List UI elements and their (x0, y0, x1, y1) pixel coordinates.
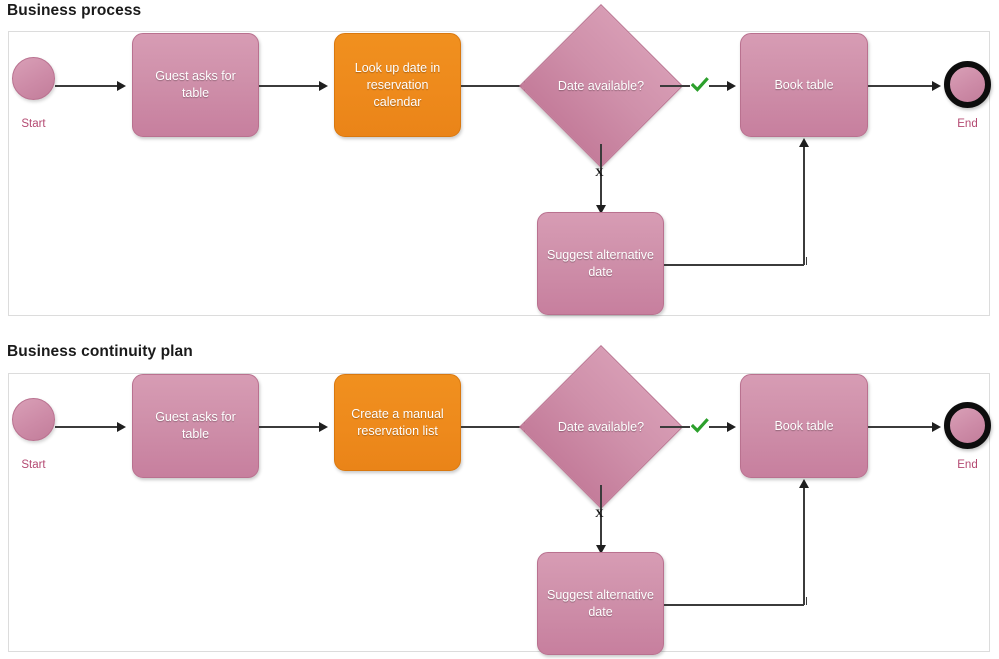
connector-start-to-task1-1 (55, 85, 117, 87)
arrowhead-gateway-to-suggest-1 (596, 205, 606, 214)
end-event-circle-1[interactable] (944, 61, 991, 108)
arrowhead-book-to-end-2 (932, 422, 941, 432)
connector-suggest-to-book-v-1 (803, 147, 805, 265)
arrowhead-gateway-to-book-2 (727, 422, 736, 432)
connector-start-to-task1-2 (55, 426, 117, 428)
connector-task2-to-gateway-2 (461, 426, 524, 428)
connector-gateway-no-2 (600, 485, 602, 547)
end-event-label-2: End (957, 459, 978, 471)
arrowhead-task1-to-task2-2 (319, 422, 328, 432)
connector-task1-to-task2-1 (259, 85, 319, 87)
task-guest-asks-for-table-1[interactable]: Guest asks for table (132, 33, 259, 137)
connector-suggest-to-book-v-2 (803, 488, 805, 605)
arrowhead-gateway-to-book-1 (727, 81, 736, 91)
connector-book-to-end-1 (868, 85, 932, 87)
end-event-label-1: End (957, 118, 978, 130)
arrowhead-suggest-to-book-1 (799, 138, 809, 147)
connector-suggest-to-book-h-1 (664, 264, 804, 266)
business-continuity-plan-title: Business continuity plan (7, 343, 193, 360)
task-book-table-1[interactable]: Book table (740, 33, 868, 137)
arrowhead-gateway-to-suggest-2 (596, 545, 606, 554)
connector-book-to-end-2 (868, 426, 932, 428)
task-create-manual-reservation-list-2[interactable]: Create a manual reservation list (334, 374, 461, 471)
arrowhead-start-to-task1-1 (117, 81, 126, 91)
start-event-circle-1[interactable] (12, 57, 55, 100)
connector-gateway-yes-b-1 (709, 85, 728, 87)
checkmark-icon-2 (690, 418, 709, 434)
task-suggest-alternative-date-2[interactable]: Suggest alternative date (537, 552, 664, 655)
connector-suggest-to-book-h-2 (664, 604, 804, 606)
task-guest-asks-for-table-2[interactable]: Guest asks for table (132, 374, 259, 478)
edge-label-no-2: X (595, 506, 604, 520)
end-event-circle-2[interactable] (944, 402, 991, 449)
connector-gateway-yes-b-2 (709, 426, 728, 428)
gateway-date-available-1[interactable]: Date available? (518, 3, 684, 169)
connector-task1-to-task2-2 (259, 426, 319, 428)
connector-task2-to-gateway-1 (461, 85, 524, 87)
connector-gateway-yes-a-2 (660, 426, 690, 428)
connector-elbow-1 (797, 257, 807, 265)
gateway-label-2: Date available? (557, 420, 645, 434)
arrowhead-task1-to-task2-1 (319, 81, 328, 91)
arrowhead-start-to-task1-2 (117, 422, 126, 432)
connector-elbow-2 (797, 597, 807, 605)
arrowhead-suggest-to-book-2 (799, 479, 809, 488)
gateway-label-1: Date available? (557, 79, 645, 93)
task-book-table-2[interactable]: Book table (740, 374, 868, 478)
arrowhead-book-to-end-1 (932, 81, 941, 91)
gateway-date-available-2[interactable]: Date available? (518, 344, 684, 510)
task-look-up-date-1[interactable]: Look up date in reservation calendar (334, 33, 461, 137)
start-event-label-1: Start (21, 118, 46, 130)
edge-label-no-1: X (595, 165, 604, 179)
checkmark-icon-1 (690, 77, 709, 93)
connector-gateway-no-1 (600, 144, 602, 207)
start-event-circle-2[interactable] (12, 398, 55, 441)
business-process-title: Business process (7, 2, 142, 19)
connector-gateway-yes-a-1 (660, 85, 690, 87)
task-suggest-alternative-date-1[interactable]: Suggest alternative date (537, 212, 664, 315)
start-event-label-2: Start (21, 459, 46, 471)
